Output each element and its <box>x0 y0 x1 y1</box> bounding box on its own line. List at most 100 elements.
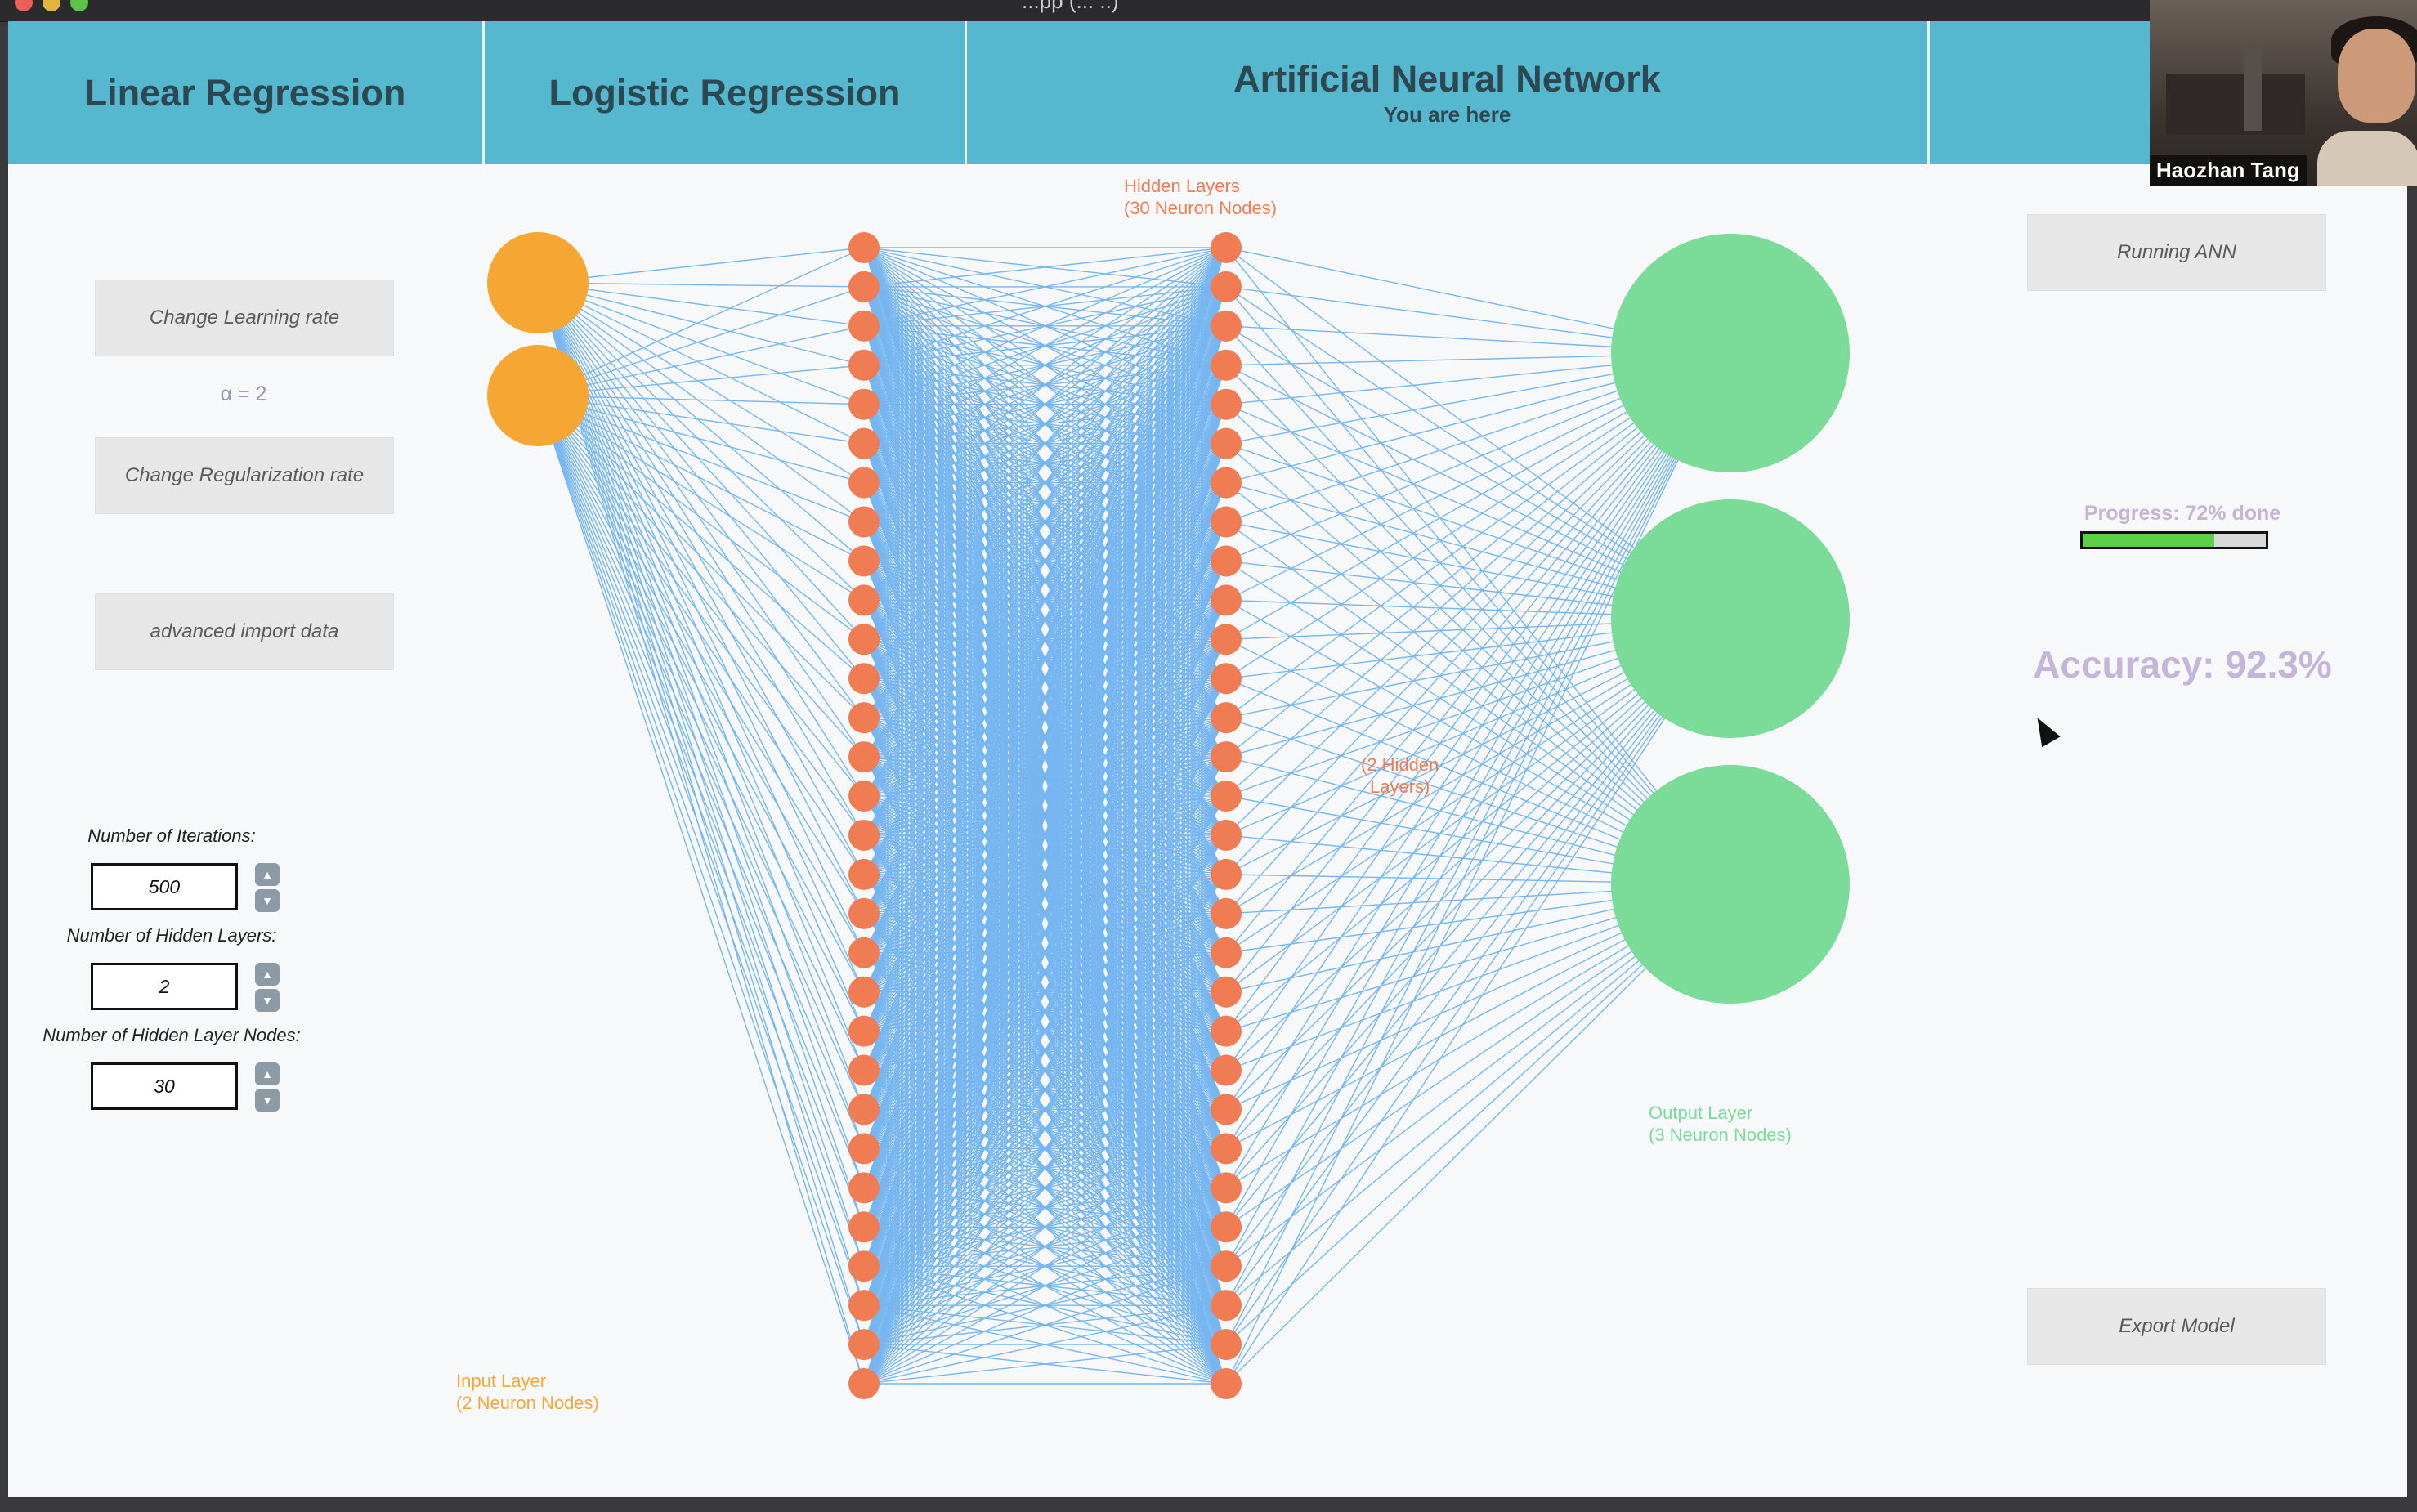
network-edge <box>537 282 865 797</box>
network-edge <box>863 1226 1227 1385</box>
network-edge <box>863 247 1227 1228</box>
network-edge <box>863 639 1227 1385</box>
stepper-down-icon[interactable]: ▼ <box>255 889 280 912</box>
hidden-neuron-layer-2 <box>1211 1094 1242 1125</box>
stepper-up-icon[interactable]: ▲ <box>255 963 280 986</box>
network-edge <box>1225 325 1731 885</box>
change-regularization-rate-button[interactable]: Change Regularization rate <box>95 437 394 514</box>
hidden-neuron-layer-2 <box>1211 349 1242 381</box>
output-layer-label: Output Layer (3 Neuron Nodes) <box>1649 1102 1792 1146</box>
hidden-neuron-layer-1 <box>848 702 880 734</box>
network-edge <box>1225 352 1731 1267</box>
network-edge <box>537 395 865 523</box>
hidden-neuron-layer-1 <box>848 584 880 616</box>
network-edge <box>863 247 1227 1345</box>
network-edge <box>537 395 865 1385</box>
zoom-window-icon[interactable] <box>70 0 88 11</box>
network-edge <box>863 247 1227 1267</box>
network-edge <box>537 247 865 284</box>
network-edge <box>1225 352 1731 1228</box>
hidden-neuron-layer-1 <box>848 349 880 381</box>
hidden-count-line2: Layers) <box>1370 776 1430 797</box>
network-edge <box>537 365 865 396</box>
network-edge <box>537 282 865 1110</box>
stepper-up-icon[interactable]: ▲ <box>255 1062 280 1085</box>
hidden-layers-stepper[interactable]: ▲ ▼ <box>255 963 280 1012</box>
webcam-background-object <box>2244 49 2262 131</box>
network-edge <box>537 282 865 1385</box>
network-edge <box>1225 352 1731 915</box>
network-edge <box>863 247 1227 992</box>
hidden-neuron-layer-1 <box>848 232 880 263</box>
stepper-down-icon[interactable]: ▼ <box>255 1089 280 1112</box>
webcam-person-face <box>2338 29 2415 123</box>
hidden-neuron-layer-2 <box>1211 1211 1242 1243</box>
network-edge <box>1225 618 1731 1267</box>
input-neuron <box>487 232 589 333</box>
hidden-neuron-layer-2 <box>1211 1250 1242 1282</box>
network-edge <box>537 395 865 915</box>
hidden-layers-input[interactable] <box>91 963 238 1010</box>
running-ann-button[interactable]: Running ANN <box>2027 214 2326 291</box>
window-title: ...pp (... ..) <box>1022 0 1119 13</box>
hidden-layers-title: Hidden Layers <box>1124 176 1240 196</box>
network-edge <box>537 282 865 405</box>
network-edge <box>537 395 865 1306</box>
network-edge <box>863 1344 1227 1385</box>
network-edge <box>863 247 1227 718</box>
hidden-neuron-layer-2 <box>1211 976 1242 1008</box>
hidden-layer-nodes-input[interactable] <box>91 1062 238 1110</box>
stepper-up-icon[interactable]: ▲ <box>255 863 280 886</box>
close-window-icon[interactable] <box>15 0 33 11</box>
network-edge <box>537 282 865 1267</box>
hidden-neuron-layer-1 <box>848 545 880 577</box>
network-edge <box>863 286 1227 1385</box>
export-model-button[interactable]: Export Model <box>2027 1288 2326 1365</box>
network-edge <box>537 282 865 1071</box>
network-edge <box>537 395 865 405</box>
hidden-neuron-layer-2 <box>1211 624 1242 655</box>
network-edge <box>863 247 1227 601</box>
stepper-down-icon[interactable]: ▼ <box>255 989 280 1012</box>
network-edge <box>1225 352 1731 1149</box>
network-diagram <box>487 232 1850 1399</box>
network-edge <box>537 282 865 1149</box>
hidden-layers-count: (30 Neuron Nodes) <box>1124 198 1278 218</box>
advanced-import-data-button[interactable]: advanced import data <box>95 593 394 670</box>
hidden-layer-nodes-stepper[interactable]: ▲ ▼ <box>255 1062 280 1112</box>
network-edge <box>537 247 865 396</box>
tab-logistic-regression[interactable]: Logistic Regression <box>485 21 967 164</box>
network-edge <box>863 247 1227 288</box>
network-edge <box>863 247 1227 523</box>
iterations-input[interactable] <box>91 863 238 910</box>
hidden-neuron-layer-2 <box>1211 819 1242 851</box>
tab-artificial-neural-network[interactable]: Artificial Neural Network You are here <box>967 21 1930 164</box>
hidden-neuron-layer-2 <box>1211 1329 1242 1361</box>
network-edge <box>863 247 1227 1031</box>
hidden-neuron-layer-1 <box>848 467 880 499</box>
network-edge <box>537 395 865 562</box>
hidden-neuron-layer-1 <box>848 310 880 342</box>
hidden-neuron-layer-1 <box>848 624 880 655</box>
network-edge <box>537 395 865 601</box>
network-edge <box>1225 352 1731 1385</box>
tab-linear-regression[interactable]: Linear Regression <box>8 21 485 164</box>
hidden-neuron-layer-1 <box>848 1133 880 1165</box>
network-edge <box>537 395 865 993</box>
hidden-neuron-layer-1 <box>848 1015 880 1047</box>
network-edge <box>537 395 865 797</box>
hidden-neuron-layer-2 <box>1211 1054 1242 1086</box>
network-edge <box>863 247 1227 1385</box>
network-edge <box>863 404 1227 1385</box>
network-edge <box>863 247 1227 640</box>
webcam-background <box>2166 74 2305 135</box>
input-layer-count: (2 Neuron Nodes) <box>456 1393 599 1413</box>
change-learning-rate-button[interactable]: Change Learning rate <box>95 280 394 356</box>
network-edge <box>537 282 865 640</box>
network-edge <box>863 247 1227 679</box>
hidden-neuron-layer-2 <box>1211 897 1242 929</box>
progress-label: Progress: 72% done <box>2084 502 2281 525</box>
output-neuron <box>1611 234 1850 472</box>
minimize-window-icon[interactable] <box>43 0 60 11</box>
iterations-stepper[interactable]: ▲ ▼ <box>255 863 280 912</box>
